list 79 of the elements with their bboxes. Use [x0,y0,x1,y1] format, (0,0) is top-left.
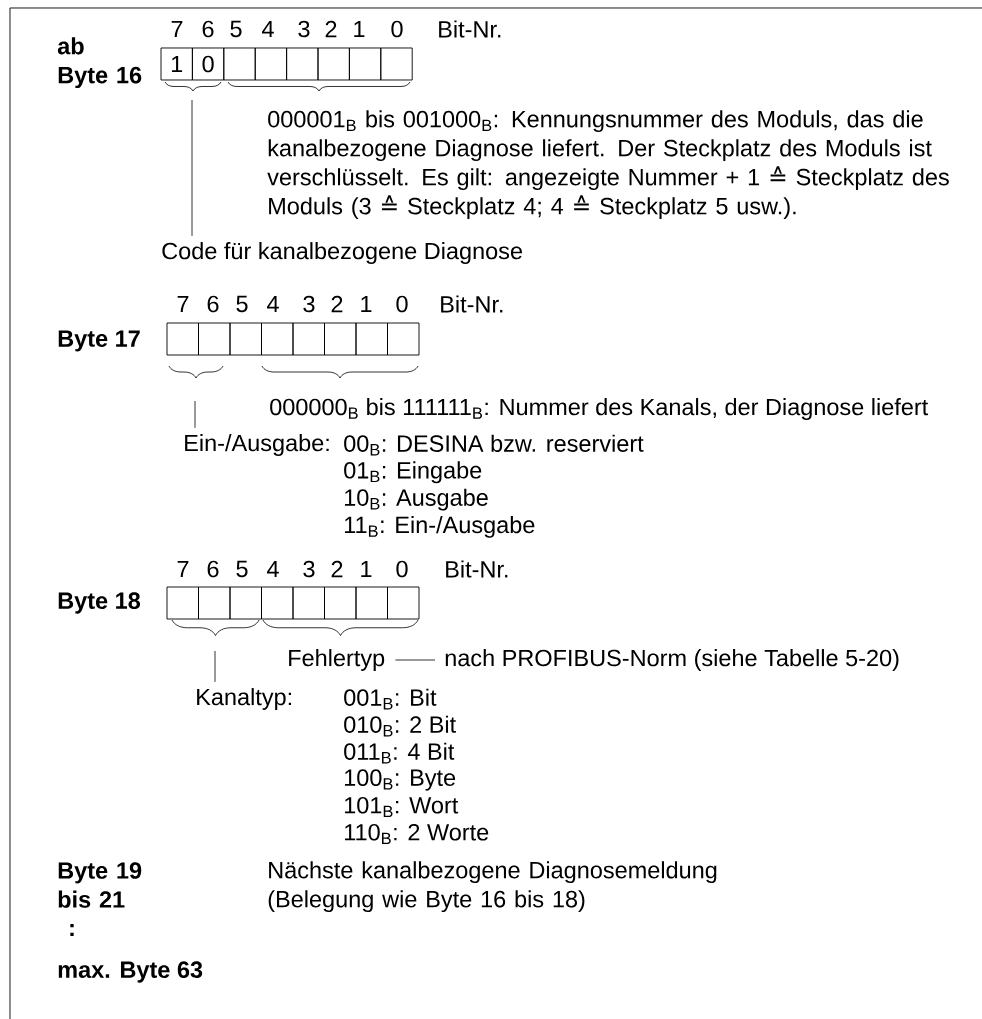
bit-cell [317,47,350,81]
bit-number: 6 [202,20,214,38]
bit-cell [229,322,262,356]
leader-line [194,400,196,429]
ellipsis-dots: : [70,924,74,936]
bit-number: 0 [396,295,408,313]
bit-number: 1 [354,20,365,38]
bit-number: 3 [303,295,315,313]
description-text: 000001$_{B}$ bis 001000$_{B}$: Kennungsnummer des Moduls, das die kanalbezogene Diagnose liefert. Der Steckplatz des Moduls ist verschlüsselt. Es gilt: angezeigte Nummer + 1 ≙ Steckplatz des Moduls (3 ≙ Steckplatz 4; 4 ≙ Steckplatz 5 usw.). [267,110,949,220]
bit-cell [355,586,388,620]
bit-cell [348,47,382,81]
bit-cell [254,47,288,81]
code-list-item: 10$_{B}$: Ausgabe [345,488,488,511]
bit-cell [292,322,325,356]
bit-number: 6 [207,560,219,578]
bit-cell [229,586,262,620]
bit-number: 1 [361,560,372,578]
bit-cell [198,322,231,356]
bit-cell [324,586,357,620]
bit-number: 5 [236,560,248,578]
bit-number: 1 [361,295,372,313]
bit-cell [292,586,325,620]
bit-number: 2 [325,20,337,38]
bit-cell [380,47,413,81]
code-list-item: 100$_{B}$: Byte [345,769,456,791]
bit-cell [355,322,388,356]
bit-number: 2 [331,560,343,578]
code-list-item: 011$_{B}$: 4 Bit [344,742,455,764]
bit-cell [223,47,256,81]
column-heading: Bit-Nr. [441,295,503,313]
description-text: Kanaltyp: [197,688,291,710]
description-text: nach PROFIBUS-Norm (siehe Tabelle 5-20) [445,649,899,671]
code-list-item: 00$_{B}$: DESINA bzw. reserviert [344,434,644,456]
code-list-item: 101$_{B}$: Wort [345,796,459,818]
bit-number: 3 [303,560,315,578]
bit-cell [261,322,294,356]
bit-cell [166,322,199,356]
bit-number: 2 [331,295,343,313]
description-text: Ein-/Ausgabe: [185,434,329,456]
bit-number: 3 [298,20,310,38]
description-text: Nächste kanalbezogene Diagnosemeldung (Belegung wie Byte 16 bis 18) [268,861,717,913]
leader-line [214,650,216,683]
bit-number: 4 [267,295,279,313]
bit-cell [286,47,319,81]
bit-number: 7 [177,295,189,313]
bit-cell [324,322,357,356]
description-text: Fehlertyp [289,649,385,671]
bit-cell [166,586,199,620]
bit-number: 4 [262,20,274,38]
bit-cell [387,322,420,356]
byte-label: Byte 18 [58,592,141,614]
bit-number: 0 [391,20,403,38]
description-text: Code für kanalbezogene Diagnose [162,242,522,264]
bit-number: 4 [267,560,279,578]
code-list-item: 010$_{B}$: 2 Bit [344,715,456,737]
bit-cell [198,586,231,620]
bit-number: 7 [177,560,189,578]
connector-line [394,659,436,661]
leader-line [191,99,193,237]
bit-number: 7 [171,20,183,38]
bit-number: 6 [207,295,219,313]
byte-label: Byte 19 bis 21 [58,862,142,908]
bit-cell: 0 [191,47,225,81]
description-text: 000000$_{B}$ bis 111111$_{B}$: Nummer des Kanals, der Diagnose liefert [270,398,929,420]
code-list-item: 110$_{B}$: 2 Worte [345,823,489,845]
bit-cell: 1 [160,47,193,81]
bit-number: 0 [396,560,408,578]
byte-label: max. Byte 63 [58,961,203,983]
byte-label: Byte 17 [58,330,140,352]
byte-label: ab Byte 16 [57,37,142,89]
column-heading: Bit-Nr. [446,560,508,578]
code-list-item: 001$_{B}$: Bit [344,688,437,710]
column-heading: Bit-Nr. [439,20,501,38]
bit-number: 5 [230,20,242,38]
code-list-item: 11$_{B}$: Ein-/Ausgabe [345,515,535,538]
code-list-item: 01$_{B}$: Eingabe [344,461,482,484]
bit-cell [387,586,420,620]
bit-number: 5 [236,295,248,313]
bit-cell [261,586,294,620]
